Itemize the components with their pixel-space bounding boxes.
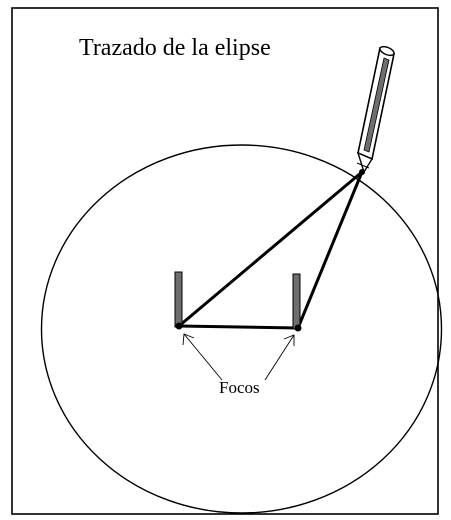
arrowhead-left-focus <box>182 333 195 346</box>
ellipse-curve <box>40 144 443 514</box>
arrow-to-left-focus <box>183 333 223 381</box>
pencil-icon <box>356 45 395 175</box>
arrowhead-right-focus <box>283 334 295 346</box>
focus-post-left <box>174 271 183 328</box>
string-segment-focus1-to-pencil <box>178 170 363 328</box>
focus-arrows <box>182 333 295 381</box>
pencil-tip <box>356 151 374 174</box>
pencil-tip-band <box>356 162 370 169</box>
string-segment-between-foci <box>178 324 299 330</box>
focus-post-right <box>292 273 301 330</box>
pencil-top-cap <box>379 45 395 57</box>
arrow-to-right-focus <box>264 334 295 381</box>
diagram-title: Trazado de la elipse <box>79 35 271 61</box>
frame-border <box>11 7 439 515</box>
focus-point-left <box>175 322 183 330</box>
pencil-lead-stripe <box>363 57 390 153</box>
pencil-point <box>359 169 365 175</box>
string-segment-focus2-to-pencil <box>296 171 364 329</box>
foci-label: Focos <box>219 378 260 397</box>
focus-point-right <box>294 324 302 332</box>
